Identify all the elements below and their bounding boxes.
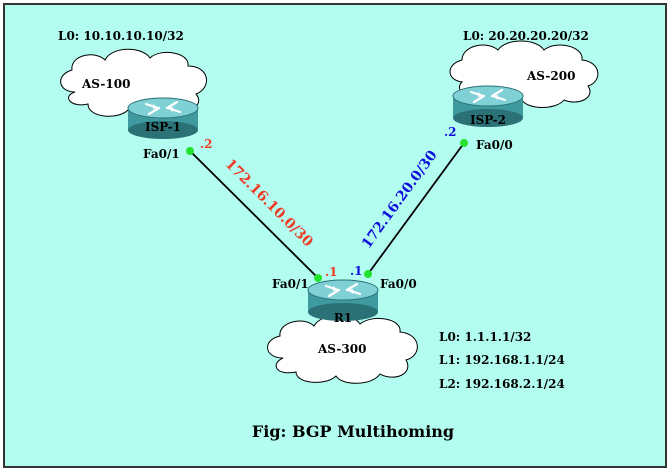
port-ip-r1-left: .1	[325, 265, 338, 279]
port-label-isp2: Fa0/0	[476, 138, 513, 152]
loopback-r1-l1: L1: 192.168.1.1/24	[439, 353, 565, 367]
port-ip-isp1: .2	[200, 137, 213, 151]
port-dot-r1-left	[314, 274, 322, 282]
port-label-r1-right: Fa0/0	[380, 277, 417, 291]
port-dot-isp2	[460, 139, 468, 147]
loopback-r1-l0: L0: 1.1.1.1/32	[439, 330, 531, 344]
port-dot-r1-right	[364, 270, 372, 278]
port-label-r1-left: Fa0/1	[272, 277, 309, 291]
loopback-r1-l2: L2: 192.168.2.1/24	[439, 377, 565, 391]
port-ip-r1-right: .1	[350, 264, 363, 278]
router-name-r1: R1	[334, 311, 352, 325]
router-name-isp1: ISP-1	[145, 120, 181, 134]
port-ip-isp2: .2	[444, 125, 457, 139]
port-label-isp1: Fa0/1	[143, 147, 180, 161]
as-label-r1: AS-300	[317, 342, 366, 356]
port-dot-isp1	[186, 147, 194, 155]
link-isp1-r1	[189, 150, 319, 279]
link-isp2-r1	[367, 142, 465, 275]
cloud-as-300	[267, 314, 418, 384]
as-label-isp2: AS-200	[526, 69, 575, 83]
loopback-isp2-l0: L0: 20.20.20.20/32	[463, 29, 589, 43]
router-name-isp2: ISP-2	[470, 113, 506, 127]
loopback-isp1-l0: L0: 10.10.10.10/32	[58, 29, 184, 43]
figure-caption: Fig: BGP Multihoming	[252, 422, 454, 441]
as-label-isp1: AS-100	[81, 77, 130, 91]
